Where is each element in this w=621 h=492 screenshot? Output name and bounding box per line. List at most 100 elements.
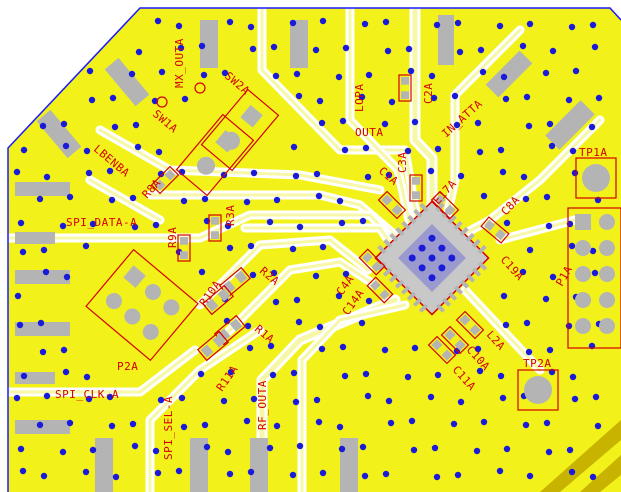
passive-pad (412, 191, 420, 199)
ic-pin (412, 297, 423, 307)
passive-pad (211, 231, 219, 239)
via (589, 473, 597, 481)
via (13, 394, 21, 402)
header-pin (599, 266, 615, 282)
via (336, 197, 344, 205)
via (272, 298, 280, 306)
via (526, 20, 534, 28)
testpoint-pad (524, 376, 552, 404)
passive-component (218, 266, 252, 298)
passive-outline (358, 248, 386, 276)
via (181, 95, 189, 103)
via (266, 444, 274, 452)
via (13, 168, 21, 176)
label-outa: OUTA (355, 126, 384, 139)
label-spi-sel: SPI_SEL-A (162, 396, 175, 460)
passive-component (409, 174, 423, 202)
via (313, 170, 321, 178)
via (272, 72, 280, 80)
via (19, 467, 27, 475)
via (569, 373, 577, 381)
trace-outa (412, 8, 435, 228)
via (243, 198, 251, 206)
via (270, 269, 278, 277)
via (226, 18, 234, 26)
passive-component (366, 276, 394, 304)
ic-pin (395, 226, 405, 237)
passive-outline (440, 325, 470, 355)
via (273, 422, 281, 430)
via (312, 46, 320, 54)
via (431, 444, 439, 452)
via (154, 17, 162, 25)
via (59, 448, 67, 456)
via (289, 245, 297, 253)
edge-pad (340, 438, 358, 492)
ic-pin (382, 267, 393, 277)
passive-component (440, 325, 470, 355)
via (339, 117, 347, 125)
via (313, 396, 321, 404)
ic-pin (465, 273, 476, 283)
via (526, 246, 534, 254)
via (545, 448, 553, 456)
via (198, 268, 206, 276)
via (454, 471, 462, 479)
edge-pad (438, 15, 454, 65)
via (319, 469, 327, 477)
via (295, 92, 303, 100)
edge-pad (15, 182, 70, 196)
switch-outline (175, 113, 255, 197)
via (266, 218, 274, 226)
via (106, 167, 114, 175)
via (85, 169, 93, 177)
edge-pad (95, 438, 113, 492)
ic-pin (453, 220, 463, 231)
via (546, 120, 554, 128)
switch-pin (215, 129, 238, 153)
via (456, 48, 464, 56)
ic-thermal-via (438, 264, 446, 272)
via (382, 18, 390, 26)
via (246, 344, 254, 352)
via (566, 446, 574, 454)
ic-pin (477, 244, 487, 255)
edge-pad (200, 20, 218, 68)
via (292, 398, 300, 406)
header-pin (144, 283, 161, 300)
header-pin (575, 318, 591, 334)
via (496, 22, 504, 30)
via (359, 443, 367, 451)
via (594, 422, 602, 430)
edge-pad (15, 420, 70, 434)
via (226, 470, 234, 478)
via (542, 295, 550, 303)
trace-lopa-2 (348, 8, 412, 227)
via (203, 443, 211, 451)
via (175, 467, 183, 475)
passive-pad (412, 177, 420, 185)
label-c2a: C2A (422, 83, 435, 104)
via (89, 446, 97, 454)
switch-component (175, 113, 255, 197)
via (476, 148, 484, 156)
passive-pad (200, 344, 214, 358)
via (364, 392, 372, 400)
passive-outline (430, 190, 460, 220)
via (198, 42, 206, 50)
ic-pin (383, 238, 393, 249)
via (335, 292, 343, 300)
via (40, 246, 48, 254)
via (247, 468, 255, 476)
via (129, 420, 137, 428)
passive-outline (196, 330, 230, 362)
via (568, 468, 576, 476)
ic-pin (377, 244, 387, 255)
ic-pin (447, 214, 457, 225)
via (152, 447, 160, 455)
ic-pin (477, 261, 488, 271)
via (522, 195, 530, 203)
via (568, 23, 576, 31)
via (316, 323, 324, 331)
